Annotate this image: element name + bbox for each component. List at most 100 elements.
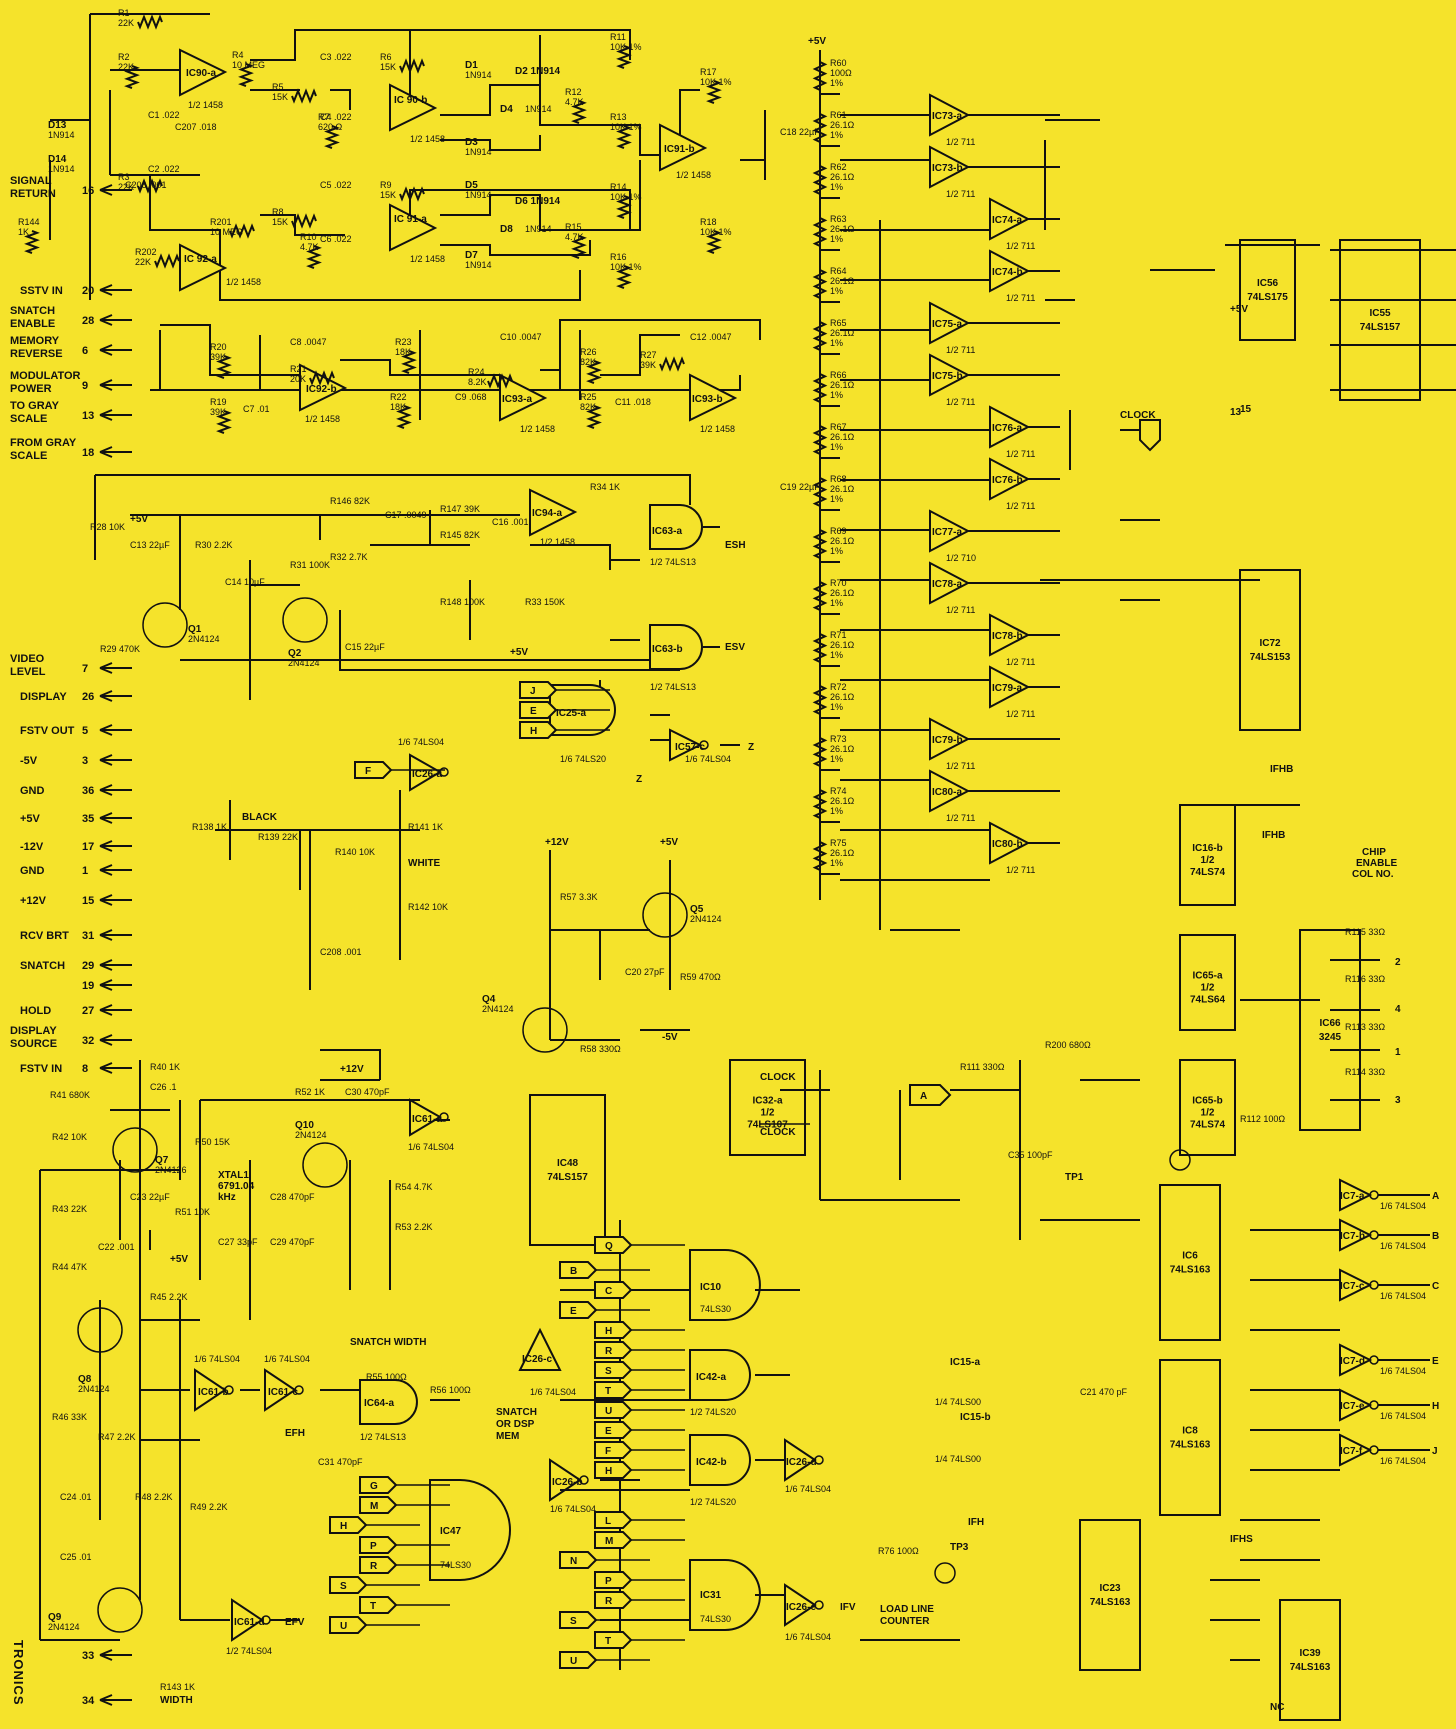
svg-text:1/6 74LS04: 1/6 74LS04 (1380, 1456, 1426, 1466)
svg-text:1/6 74LS04: 1/6 74LS04 (1380, 1291, 1426, 1301)
svg-text:4: 4 (1395, 1004, 1401, 1015)
svg-text:R27: R27 (640, 350, 657, 360)
svg-text:10K 1%: 10K 1% (700, 77, 732, 87)
svg-text:C17 .0049: C17 .0049 (385, 510, 427, 520)
svg-text:R75: R75 (830, 838, 847, 848)
svg-text:C2 .022: C2 .022 (148, 164, 180, 174)
svg-text:R53 2.2K: R53 2.2K (395, 1222, 433, 1232)
svg-text:R: R (370, 1561, 378, 1572)
logic-chip-group: IC5674LS175IC5574LS157IC7274LS153IC16-b1… (529, 239, 1421, 1721)
svg-text:R21: R21 (290, 364, 307, 374)
svg-text:39K: 39K (210, 407, 226, 417)
svg-text:1/2 74LS20: 1/2 74LS20 (690, 1407, 736, 1417)
video-amp-section: Q1 2N4124 Q2 2N4124 C13 22µF C14 10µF C1… (90, 474, 691, 700)
svg-text:R40 1K: R40 1K (150, 1062, 180, 1072)
connector-pin: 16 (82, 185, 94, 197)
connector-pin: 18 (82, 447, 94, 459)
svg-text:1/2: 1/2 (1201, 1108, 1215, 1119)
svg-text:4.7K: 4.7K (565, 97, 584, 107)
svg-text:IC7-e: IC7-e (1340, 1401, 1365, 1412)
snatch-width-label: SNATCH WIDTH (350, 1337, 426, 1348)
svg-text:1%: 1% (830, 182, 843, 192)
svg-text:26.1Ω: 26.1Ω (830, 744, 855, 754)
svg-text:3: 3 (1395, 1095, 1401, 1106)
svg-text:1/2 74LS04: 1/2 74LS04 (226, 1646, 272, 1656)
svg-text:R68: R68 (830, 474, 847, 484)
svg-text:IC16-b: IC16-b (1192, 843, 1223, 854)
clock-signal: CLOCK (760, 1072, 796, 1083)
svg-text:R116 33Ω: R116 33Ω (1345, 974, 1385, 984)
comparator-ic79-a: IC79-a1/2 711 (989, 665, 1060, 719)
svg-text:74LS74: 74LS74 (1190, 1120, 1225, 1131)
svg-text:R71: R71 (830, 630, 847, 640)
connector-pin: 33 (82, 1650, 94, 1662)
svg-text:Q1: Q1 (188, 624, 202, 635)
svg-text:4.7K: 4.7K (300, 242, 319, 252)
svg-text:1%: 1% (830, 286, 843, 296)
svg-text:1%: 1% (830, 234, 843, 244)
z-signal: Z (748, 742, 754, 753)
svg-text:22K: 22K (135, 257, 151, 267)
svg-text:1/2 711: 1/2 711 (1006, 865, 1035, 875)
svg-text:2N4124: 2N4124 (288, 658, 320, 668)
svg-text:IC61-c: IC61-c (268, 1387, 298, 1398)
connector-label: HOLD (20, 1005, 51, 1017)
svg-text:R: R (605, 1346, 613, 1357)
svg-text:IC78-b: IC78-b (992, 631, 1023, 642)
opamp-label: IC92-b (306, 384, 337, 395)
svg-text:1/6 74LS20: 1/6 74LS20 (560, 754, 606, 764)
input-tag-f: F (594, 1441, 685, 1459)
svg-text:26.1Ω: 26.1Ω (830, 380, 855, 390)
opamp-part: 1/2 1458 (305, 414, 340, 424)
svg-text:74LS74: 74LS74 (1190, 867, 1225, 878)
svg-text:R60: R60 (830, 58, 847, 68)
svg-text:R69: R69 (830, 526, 847, 536)
connector-label: GND (20, 865, 45, 877)
input-filter-section: IC90-a 1/2 1458 IC 90-b 1/2 1458 IC 91-a… (48, 13, 820, 547)
svg-text:1/2: 1/2 (1201, 983, 1215, 994)
svg-text:N: N (570, 1556, 577, 1567)
svg-text:74LS30: 74LS30 (700, 1304, 731, 1314)
svg-text:R7: R7 (318, 112, 330, 122)
svg-text:74LS163: 74LS163 (1290, 1662, 1331, 1673)
connector-label: -12V (20, 841, 44, 853)
svg-text:IC74-b: IC74-b (992, 267, 1023, 278)
svg-text:1/2 711: 1/2 711 (946, 137, 975, 147)
svg-text:IC56: IC56 (1257, 278, 1279, 289)
svg-text:1/6 74LS04: 1/6 74LS04 (1380, 1241, 1426, 1251)
svg-text:15K: 15K (272, 217, 288, 227)
svg-text:H: H (340, 1521, 347, 1532)
svg-text:R113 33Ω: R113 33Ω (1345, 1022, 1385, 1032)
svg-text:F: F (605, 1446, 611, 1457)
opamp-part: 1/2 1458 (540, 537, 575, 547)
svg-text:S: S (605, 1366, 612, 1377)
input-tag-u: U (594, 1401, 685, 1419)
input-tag-u: U (559, 1651, 650, 1669)
connector-label: DISPLAY (20, 691, 67, 703)
svg-text:B: B (570, 1266, 577, 1277)
svg-text:1%: 1% (830, 702, 843, 712)
svg-text:10K 1%: 10K 1% (610, 262, 642, 272)
input-a-tag (909, 1084, 952, 1106)
svg-text:26.1Ω: 26.1Ω (830, 536, 855, 546)
input-tag-t: T (594, 1631, 685, 1649)
svg-text:74LS163: 74LS163 (1170, 1265, 1211, 1276)
svg-text:IC7-a: IC7-a (1340, 1191, 1365, 1202)
svg-text:1N914: 1N914 (465, 190, 492, 200)
input-tag-j: J (519, 681, 610, 699)
svg-text:1%: 1% (830, 78, 843, 88)
svg-text:R17: R17 (700, 67, 717, 77)
